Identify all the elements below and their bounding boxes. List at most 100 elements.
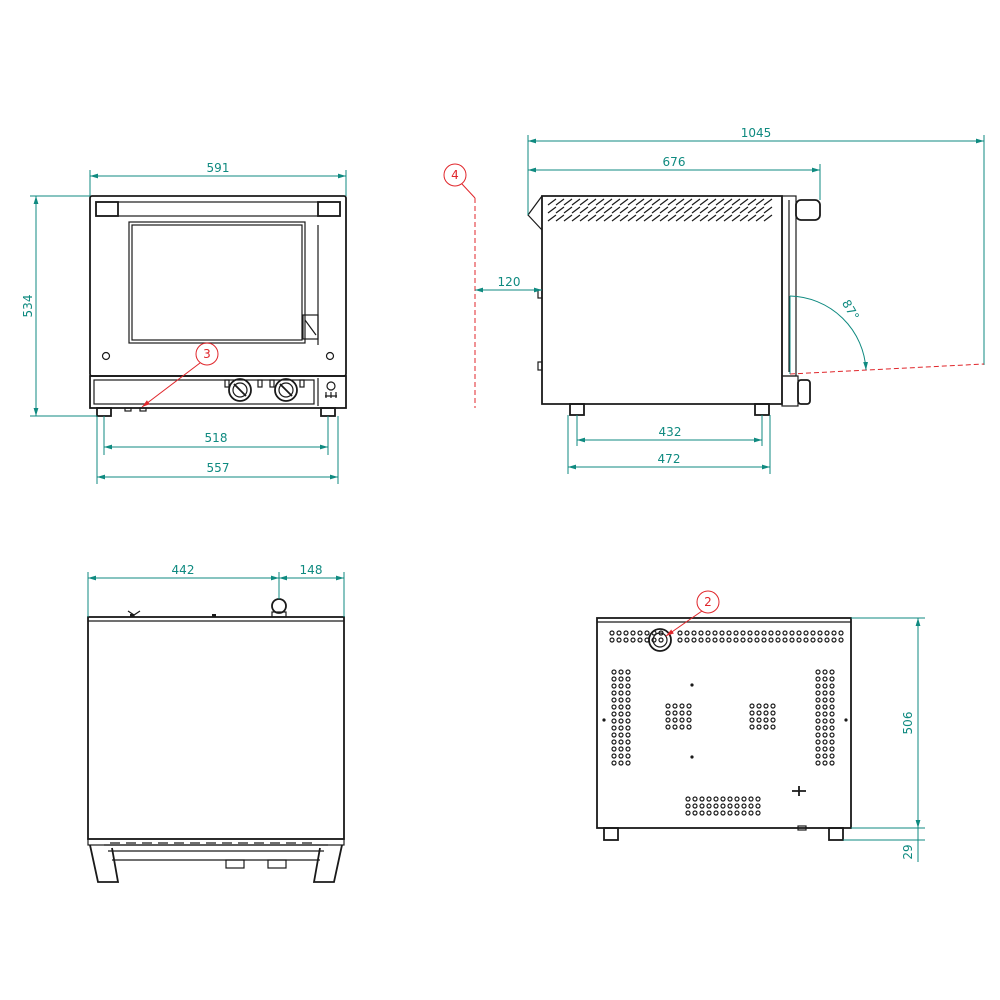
vent-hole [817,630,823,636]
vent-hole [734,803,740,809]
vent-hole [796,637,802,643]
vent-hole [815,690,821,696]
vent-hole [822,753,828,759]
vent-hole [692,810,698,816]
vent-hole [734,810,740,816]
vent-hole [815,718,821,724]
foot-left [603,827,619,841]
vent-hole [822,704,828,710]
vent-hole [611,683,617,689]
bottom-detail [124,407,132,412]
dimension-432-label: 432 [659,425,682,439]
vent-hole [761,637,767,643]
vent-hole [829,697,835,703]
vent-hole [754,637,760,643]
vent-hole [756,710,762,716]
vent-hole [749,703,755,709]
vent-hole [665,724,671,730]
callout-4-circle [443,163,467,187]
vent-hole [679,710,685,716]
vent-hole [713,803,719,809]
vent-hole [775,630,781,636]
exhaust-outlet-inner [652,632,668,648]
vent-hole [740,630,746,636]
vent-hole [618,760,624,766]
vent-hole [698,630,704,636]
vent-hole [686,710,692,716]
vent-hole [815,676,821,682]
vent-hole [611,704,617,710]
foot-right [828,827,844,841]
vent-hole [829,746,835,752]
vent-hole [747,630,753,636]
vent-hole [829,760,835,766]
brand-plate-mark [304,319,317,336]
top-view: 442 148 [87,563,345,883]
vent-hole [770,703,776,709]
vent-hole [611,725,617,731]
vent-hole [630,637,636,643]
vent-hole [770,717,776,723]
timer-knob-inner [232,382,248,398]
vent-hole [748,796,754,802]
vent-hole [749,724,755,730]
vent-hole [763,703,769,709]
vent-hole [756,724,762,730]
rear-view: 2 506 29 [596,590,925,862]
vent-hole [679,703,685,709]
vent-hole [644,637,650,643]
vent-hole [691,630,697,636]
vent-hole [611,690,617,696]
vent-hole [611,711,617,717]
vent-hole [611,739,617,745]
vent-hole [741,803,747,809]
vent-hole [658,637,664,643]
rear-bumper [527,195,543,231]
vent-hole [763,710,769,716]
vent-hole [679,717,685,723]
vent-hole [625,683,631,689]
vent-hole [822,739,828,745]
dimension-472-label: 472 [658,452,681,466]
dimension-518-label: 518 [205,431,228,445]
front-door-outline [89,195,347,377]
vent-hole [677,637,683,643]
door-handle-top [104,844,328,852]
brand-plate [302,314,319,340]
screw-icon [844,718,848,722]
dimension-29-label: 29 [901,844,915,859]
vent-hole [625,697,631,703]
vent-hole [625,725,631,731]
open-door-line [789,363,985,375]
dimension-534-label: 534 [21,295,35,318]
vent-hole [677,630,683,636]
foot-right [320,407,336,417]
vent-hole [782,630,788,636]
handle-bracket-right [317,201,341,217]
vent-hole [651,637,657,643]
vent-hole [749,710,755,716]
vent-hole [623,630,629,636]
vent-hole [616,630,622,636]
vent-hole [611,760,617,766]
vent-hole [775,637,781,643]
lamp-icon [257,379,263,388]
vent-hole [611,697,617,703]
vent-hole [815,704,821,710]
vent-hole [761,630,767,636]
door-top-edge [87,838,345,846]
screw-icon [602,718,606,722]
vent-hole [625,669,631,675]
vent-hole [665,703,671,709]
vent-hole [733,630,739,636]
control-panel-inset [93,379,315,405]
vent-hole [822,732,828,738]
vent-hole [755,810,761,816]
side-body [541,195,783,405]
vent-hole [815,732,821,738]
vent-hole [822,676,828,682]
vent-hole [686,717,692,723]
temperature-knob-icon [274,378,298,402]
vent-hole [822,718,828,724]
dimension-148-label: 148 [300,563,323,577]
